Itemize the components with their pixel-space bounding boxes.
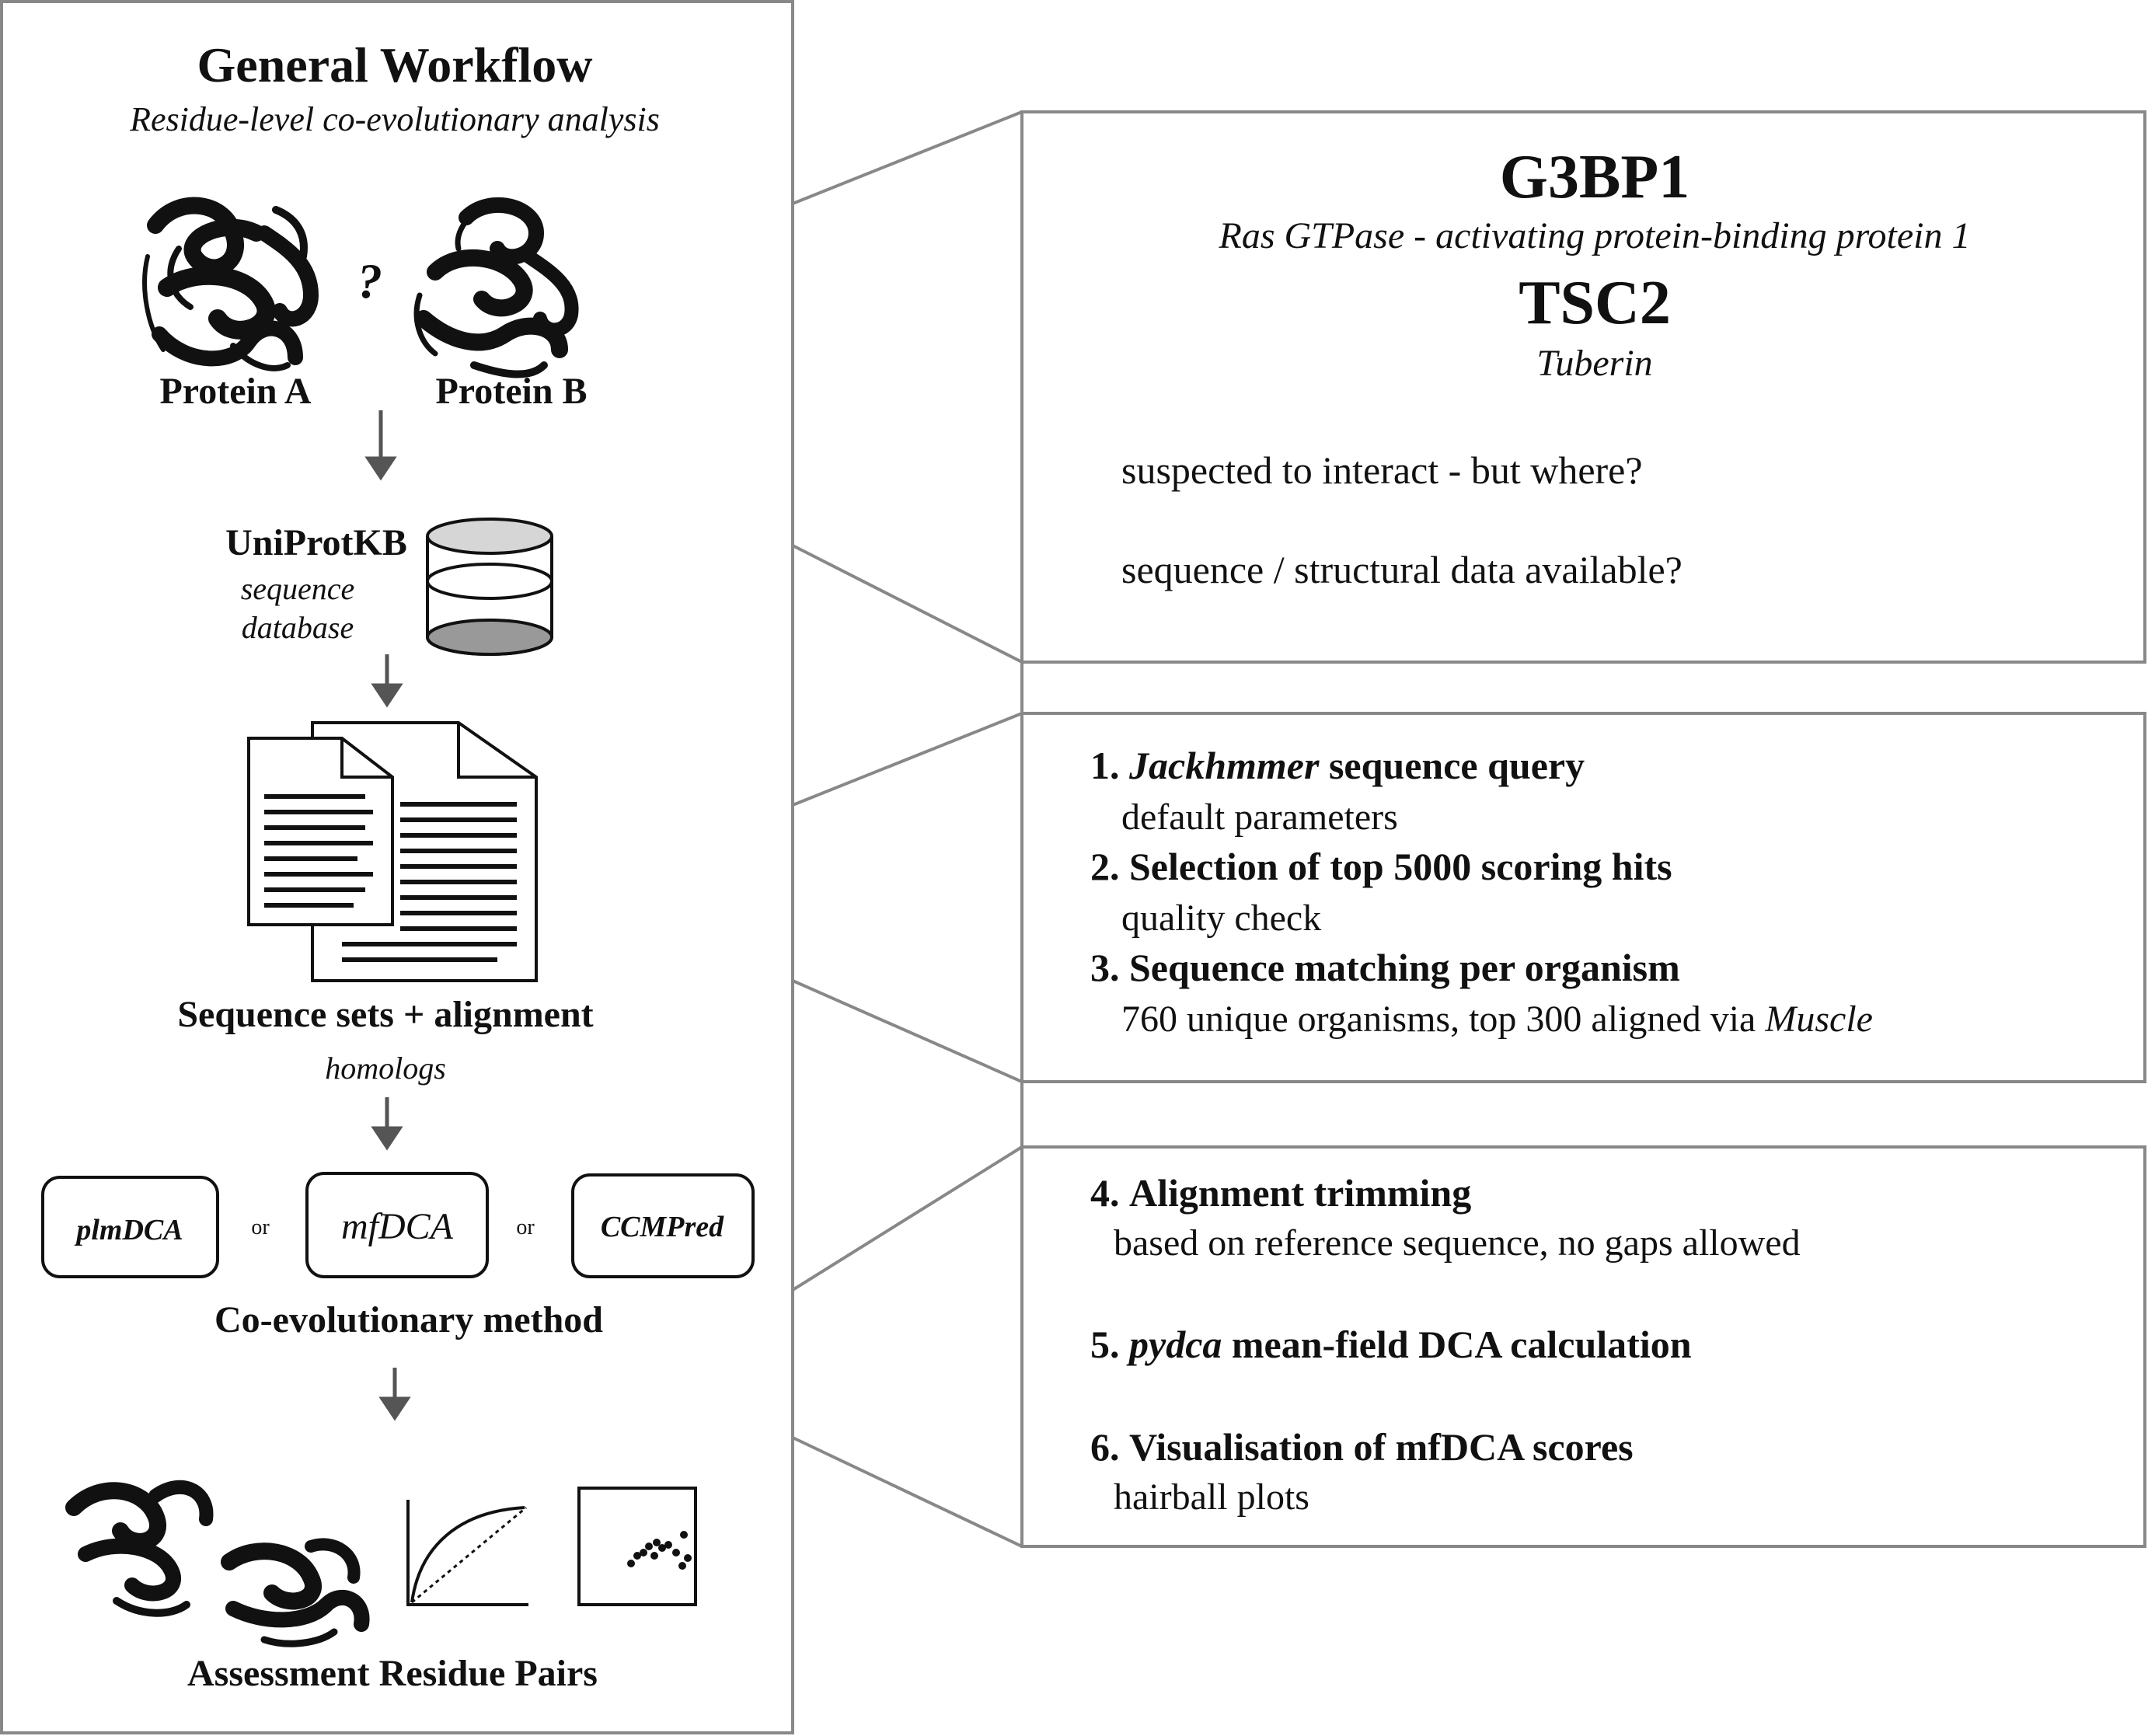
protein-a-structure-icon	[142, 197, 319, 371]
callout-assessment	[792, 1436, 1023, 1548]
protein-b-structure-icon	[413, 197, 579, 378]
step-2-title: Selection of top 5000 scoring hits	[1129, 845, 1672, 888]
or-label-2: or	[516, 1215, 535, 1239]
step-1-tool: Jackhmmer	[1129, 744, 1320, 787]
alignment-panel	[1020, 712, 2146, 1083]
protein2-fullname: Tuberin	[1536, 343, 1653, 384]
step-5-title: mean-field DCA calculation	[1222, 1323, 1692, 1366]
step-4-desc: based on reference sequence, no gaps all…	[1114, 1222, 1801, 1264]
database-label: UniProtKB	[225, 522, 407, 563]
step-2-num: 2.	[1090, 845, 1120, 888]
step-3-desc: 760 unique organisms, top 300 aligned vi…	[1121, 1001, 1873, 1038]
step-2: 2. Selection of top 5000 scoring hits	[1090, 847, 1672, 886]
step-4-num: 4.	[1090, 1171, 1120, 1215]
step-1-num: 1.	[1090, 744, 1120, 787]
method-title: Co-evolutionary method	[214, 1299, 603, 1340]
question-data: sequence / structural data available?	[1121, 548, 1682, 591]
sequence-lines	[264, 794, 517, 962]
step-3-desc-text: 760 unique organisms, top 300 aligned vi…	[1121, 999, 1766, 1040]
step-4: 4. Alignment trimming	[1090, 1173, 1471, 1212]
step-1-desc: default parameters	[1121, 797, 1398, 838]
alignment-desc: homologs	[325, 1051, 446, 1086]
dca-panel	[1020, 1145, 2146, 1548]
step-6-title: Visualisation of mfDCA scores	[1129, 1425, 1634, 1469]
protein-b-label: Protein B	[435, 371, 588, 412]
step-6-desc: hairball plots	[1114, 1476, 1309, 1518]
callout-alignment	[792, 544, 1023, 807]
workflow-title: General Workflow	[197, 37, 593, 92]
step-3-title: Sequence matching per organism	[1129, 946, 1680, 989]
workflow-subtitle: Residue-level co-evolutionary analysis	[130, 100, 660, 138]
step-1-title: sequence query	[1319, 744, 1585, 787]
flow-arrows	[364, 410, 411, 1421]
step-5-num: 5.	[1090, 1323, 1120, 1366]
assessment-title: Assessment Residue Pairs	[187, 1653, 598, 1694]
step-3-num: 3.	[1090, 946, 1120, 989]
method-box-ccmpred	[571, 1173, 755, 1278]
step-5-tool: pydca	[1129, 1323, 1222, 1366]
protein1-fullname: Ras GTPase - activating protein-binding …	[1219, 215, 1971, 256]
step-3: 3. Sequence matching per organism	[1090, 948, 1680, 987]
step-4-title: Alignment trimming	[1129, 1171, 1472, 1215]
step-1: 1. Jackhmmer sequence query	[1090, 746, 1585, 785]
step-6: 6. Visualisation of mfDCA scores	[1090, 1427, 1634, 1466]
step-3-desc-tool: Muscle	[1765, 999, 1873, 1040]
callout-proteins	[792, 110, 1023, 205]
workflow-panel	[0, 0, 794, 1734]
protein1-name: G3BP1	[1499, 143, 1690, 211]
contact-map-icon	[577, 1487, 697, 1606]
interaction-question-mark: ?	[357, 253, 382, 309]
database-icon	[426, 518, 553, 656]
method-ccmpred: CCMPred	[600, 1211, 724, 1243]
protein2-name: TSC2	[1519, 269, 1671, 337]
callout-dca	[791, 979, 1023, 1292]
step-5: 5. pydca mean-field DCA calculation	[1090, 1325, 1692, 1364]
alignment-title: Sequence sets + alignment	[177, 994, 594, 1035]
method-box-mfdca	[305, 1172, 489, 1278]
method-mfdca: mfDCA	[341, 1206, 453, 1247]
method-box-plmdca	[41, 1176, 219, 1278]
method-plmdca: plmDCA	[76, 1214, 183, 1246]
roc-plot-icon	[406, 1500, 528, 1606]
step-6-num: 6.	[1090, 1425, 1120, 1469]
proteins-panel	[1020, 110, 2146, 664]
question-interaction: suspected to interact - but where?	[1121, 448, 1643, 492]
step-2-desc: quality check	[1121, 898, 1322, 939]
protein-a-label: Protein A	[159, 371, 312, 412]
or-label-1: or	[251, 1215, 270, 1239]
database-desc-2: database	[241, 610, 354, 645]
complex-structure-icon	[65, 1480, 370, 1647]
database-desc-1: sequence	[240, 571, 355, 606]
